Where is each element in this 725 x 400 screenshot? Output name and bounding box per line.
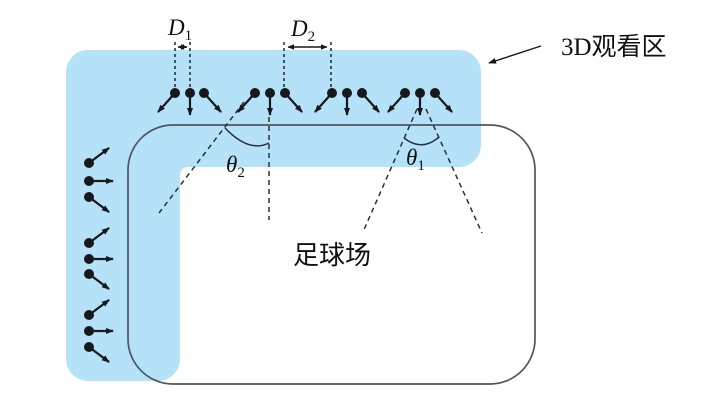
viewing-angle-rays [158,101,483,234]
d2-base: D [290,16,308,41]
viewer-dot [415,88,425,98]
viewer-dot [327,88,337,98]
viewer-dots-layer [84,88,453,363]
region-callout-arrow-layer [488,45,542,64]
football-field-outline [127,124,536,385]
viewer-dot [280,88,290,98]
d1-sub: 1 [185,28,193,44]
viewer-dot [84,192,94,202]
viewer-dot [84,176,94,186]
viewer-dot [84,269,94,279]
theta2-angle-arc [224,127,270,147]
theta1-view-ray [362,108,418,233]
viewer-dot [84,310,94,320]
viewer-dot [84,254,94,264]
theta1-angle-arc [403,136,440,146]
d2-sub: 2 [308,29,316,45]
viewer-dot [250,88,260,98]
viewer-dot [342,88,352,98]
theta1-label: θ1 [406,145,425,174]
viewer-dot [170,88,180,98]
viewer-dot [430,88,440,98]
viewer-dot [357,88,367,98]
football-field-label: 足球场 [293,241,371,270]
viewer-dot [84,342,94,352]
d1-base: D [167,15,185,40]
viewer-dot [185,88,195,98]
viewer-dot [84,326,94,336]
viewer-dot [199,88,209,98]
viewer-dot [84,158,94,168]
theta2-label: θ2 [226,152,245,181]
d1-label: D1 [167,15,192,44]
theta1-view-ray [425,108,483,234]
theta2-sub: 2 [237,165,245,181]
3d-viewing-region-shape [66,50,481,381]
viewer-dot [84,238,94,248]
theta1-base: θ [406,145,417,170]
theta2-base: θ [226,152,237,177]
d2-label: D2 [290,16,315,45]
region-callout-arrow [488,45,542,64]
spacing-guides [174,42,332,87]
theta1-sub: 1 [417,158,425,174]
viewing-region-label: 3D观看区 [561,33,667,61]
viewer-dot [265,88,275,98]
viewer-dot [400,88,410,98]
